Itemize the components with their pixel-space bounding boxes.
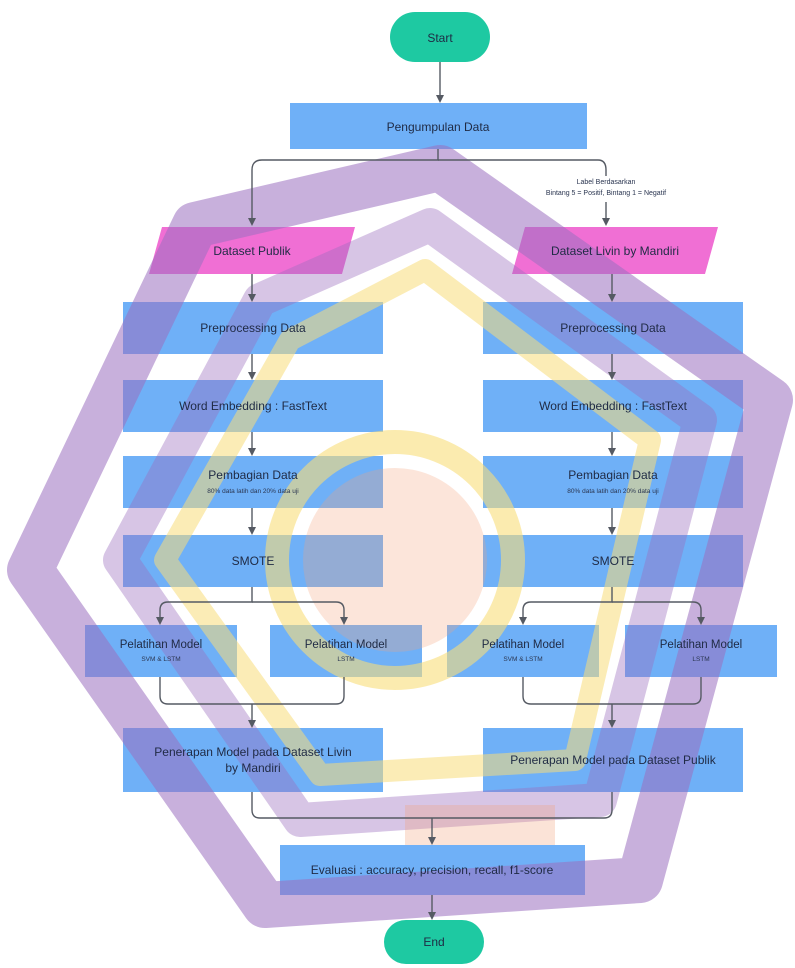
collect-process bbox=[290, 103, 587, 149]
connector bbox=[519, 587, 613, 625]
watermark-orange-bar bbox=[405, 805, 555, 845]
start-label: Start bbox=[427, 31, 453, 45]
right-train-b-sub: LSTM bbox=[692, 656, 709, 663]
right-split-sub: 80% data latih dan 20% data uji bbox=[567, 488, 658, 495]
connector bbox=[156, 587, 253, 625]
right-train-b-title: Pelatihan Model bbox=[660, 639, 742, 651]
left-train-b-sub: LSTM bbox=[337, 656, 354, 663]
left-split-sub: 80% data latih dan 20% data uji bbox=[207, 488, 298, 495]
left-train-b-title: Pelatihan Model bbox=[305, 639, 387, 651]
left-preprocess-label: Preprocessing Data bbox=[200, 321, 306, 335]
right-dataset-label: Dataset Livin by Mandiri bbox=[551, 244, 679, 258]
watermark-purple-band-outer bbox=[7, 145, 793, 928]
connector bbox=[248, 149, 439, 226]
left-dataset-label: Dataset Publik bbox=[213, 244, 291, 258]
connectors bbox=[156, 62, 705, 920]
left-apply-line2: by Mandiri bbox=[225, 761, 280, 775]
right-embedding-label: Word Embedding : FastText bbox=[539, 399, 688, 413]
left-apply-line1: Penerapan Model pada Dataset Livin bbox=[154, 745, 351, 759]
watermark-logo bbox=[7, 145, 793, 928]
evaluate-label: Evaluasi : accuracy, precision, recall, … bbox=[311, 863, 554, 877]
left-split-title: Pembagian Data bbox=[208, 468, 298, 482]
end-label: End bbox=[423, 935, 444, 949]
label-note-line2: Bintang 5 = Positif, Bintang 1 = Negatif bbox=[546, 190, 666, 197]
left-train-a-sub: SVM & LSTM bbox=[141, 656, 180, 663]
connector bbox=[612, 601, 705, 625]
watermark-yellow-band bbox=[154, 259, 661, 786]
left-train-a-title: Pelatihan Model bbox=[120, 639, 202, 651]
right-train-a-sub: SVM & LSTM bbox=[503, 656, 542, 663]
right-apply-label: Penerapan Model pada Dataset Publik bbox=[510, 753, 716, 767]
connector bbox=[438, 159, 607, 176]
connector bbox=[252, 601, 348, 625]
watermark-orange-core bbox=[303, 468, 487, 652]
start-terminal bbox=[390, 12, 490, 62]
right-preprocess-label: Preprocessing Data bbox=[560, 321, 666, 335]
right-split-shape bbox=[483, 456, 743, 508]
right-smote-label: SMOTE bbox=[592, 554, 635, 568]
collect-label: Pengumpulan Data bbox=[387, 120, 490, 134]
end-terminal bbox=[384, 920, 484, 964]
right-train-a-title: Pelatihan Model bbox=[482, 639, 564, 651]
labels: Start Pengumpulan Data Label Berdasarkan… bbox=[120, 31, 742, 949]
watermark-yellow-ring bbox=[265, 430, 525, 690]
left-embedding-label: Word Embedding : FastText bbox=[179, 399, 328, 413]
right-split-title: Pembagian Data bbox=[568, 468, 658, 482]
left-smote-label: SMOTE bbox=[232, 554, 275, 568]
watermark-purple-band-inner bbox=[103, 208, 717, 837]
label-note-line1: Label Berdasarkan bbox=[577, 179, 636, 186]
